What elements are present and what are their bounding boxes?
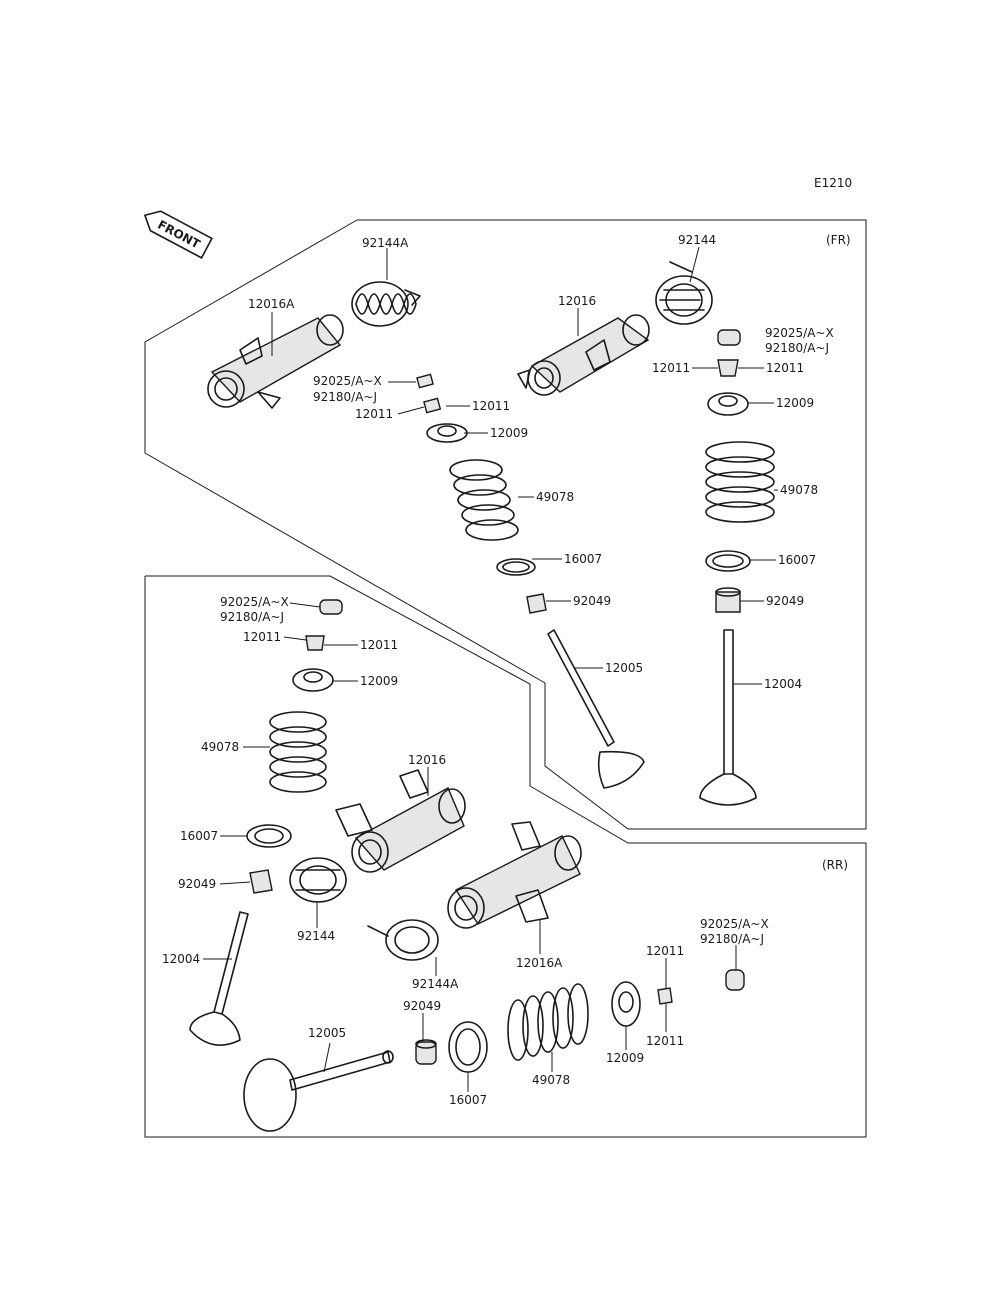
label-cap-front-right-1: 92025/A~X xyxy=(765,326,834,340)
label-seal-rear-upper: 92049 xyxy=(178,877,216,891)
valve-12005-rear-part xyxy=(243,1050,394,1132)
rocker-arm-12016-front-part xyxy=(517,314,650,396)
label-cap-rear-upper-2: 92180/A~J xyxy=(220,610,284,624)
label-seat-front-right: 16007 xyxy=(778,553,816,567)
valve-seal-rear-upper-part xyxy=(249,869,273,894)
valve-12004-front-part xyxy=(699,629,757,806)
label-spring-rear-lower: 49078 xyxy=(532,1073,570,1087)
cap-front-left-part xyxy=(416,373,434,389)
retainer-rear-upper-part xyxy=(292,668,334,692)
label-cap-rear-upper-1: 92025/A~X xyxy=(220,595,289,609)
valve-spring-front-left-part xyxy=(449,459,519,541)
valve-spring-front-right-part xyxy=(705,441,775,523)
label-seal-front-left: 92049 xyxy=(573,594,611,608)
valve-12004-rear-part xyxy=(189,911,249,1046)
cotter-rear-lower-part xyxy=(657,987,673,1005)
label-valve-12005-front: 12005 xyxy=(605,661,643,675)
leader-lines xyxy=(203,246,778,1092)
label-cotter-front-right-1: 12011 xyxy=(652,361,690,375)
section-label-front: (FR) xyxy=(826,233,851,247)
valve-seal-rear-lower-part xyxy=(415,1039,437,1065)
torsion-spring-92144a-part xyxy=(351,281,421,327)
valve-12005-front-part xyxy=(547,629,645,789)
label-92144-rear: 92144 xyxy=(297,929,335,943)
cap-rear-upper-part xyxy=(319,599,343,615)
torsion-spring-92144-front-part xyxy=(655,261,713,325)
label-cotter-rear-upper-2: 12011 xyxy=(360,638,398,652)
label-12016-rear: 12016 xyxy=(408,753,446,767)
label-cotter-rear-lower-2: 12011 xyxy=(646,1034,684,1048)
front-arrow-icon: FRONT xyxy=(143,210,213,259)
label-92144a-front: 92144A xyxy=(362,236,409,250)
label-cap-rear-lower-1: 92025/A~X xyxy=(700,917,769,931)
spring-seat-rear-upper-part xyxy=(246,824,292,848)
section-label-rear: (RR) xyxy=(822,858,848,872)
label-92144-front: 92144 xyxy=(678,233,716,247)
spring-seat-rear-lower-part xyxy=(448,1021,488,1073)
cap-rear-lower-part xyxy=(725,969,745,991)
rocker-arm-12016a-part xyxy=(207,314,344,409)
spring-seat-front-left-part xyxy=(496,558,536,576)
label-92144a-rear: 92144A xyxy=(412,977,459,991)
valve-seal-front-right-part xyxy=(715,587,741,613)
label-seat-rear-lower: 16007 xyxy=(449,1093,487,1107)
cap-front-right-part xyxy=(717,329,741,346)
label-valve-12004-front: 12004 xyxy=(764,677,802,691)
label-retainer-front-left: 12009 xyxy=(490,426,528,440)
label-retainer-front-right: 12009 xyxy=(776,396,814,410)
label-seat-rear-upper: 16007 xyxy=(180,829,218,843)
rear-section-border xyxy=(144,575,867,1138)
retainer-front-right-part xyxy=(707,392,749,416)
diagram-code: E1210 xyxy=(814,176,852,190)
label-cap-front-left-2: 92180/A~J xyxy=(313,390,377,404)
label-cotter-front-left-2: 12011 xyxy=(472,399,510,413)
label-seal-front-right: 92049 xyxy=(766,594,804,608)
label-cap-rear-lower-2: 92180/A~J xyxy=(700,932,764,946)
torsion-spring-92144a-rear-part xyxy=(367,919,439,961)
label-cotter-front-right-2: 12011 xyxy=(766,361,804,375)
label-spring-rear-upper: 49078 xyxy=(201,740,239,754)
label-retainer-rear-upper: 12009 xyxy=(360,674,398,688)
rocker-arm-12016a-rear-part xyxy=(447,821,582,929)
retainer-front-left-part xyxy=(426,423,468,443)
label-seal-rear-lower: 92049 xyxy=(403,999,441,1013)
cotter-front-left-part xyxy=(423,397,442,414)
label-valve-12004-rear: 12004 xyxy=(162,952,200,966)
label-cap-front-left-1: 92025/A~X xyxy=(313,374,382,388)
retainer-rear-lower-part xyxy=(611,981,641,1027)
label-spring-front-left: 49078 xyxy=(536,490,574,504)
label-12016-front: 12016 xyxy=(558,294,596,308)
valve-spring-rear-lower-part xyxy=(507,983,589,1061)
cotter-rear-upper-part xyxy=(305,635,325,651)
label-cotter-front-left-1: 12011 xyxy=(355,407,393,421)
label-12016a-front: 12016A xyxy=(248,297,295,311)
label-cotter-rear-upper-1: 12011 xyxy=(243,630,281,644)
valve-seal-front-left-part xyxy=(526,593,547,614)
cotter-front-right-part xyxy=(717,359,739,377)
label-cap-front-right-2: 92180/A~J xyxy=(765,341,829,355)
label-valve-12005-rear: 12005 xyxy=(308,1026,346,1040)
torsion-spring-92144-rear-part xyxy=(289,857,347,903)
front-section-border xyxy=(144,219,867,830)
label-seat-front-left: 16007 xyxy=(564,552,602,566)
label-12016a-rear: 12016A xyxy=(516,956,563,970)
label-cotter-rear-lower-1: 12011 xyxy=(646,944,684,958)
spring-seat-front-right-part xyxy=(705,550,751,572)
label-retainer-rear-lower: 12009 xyxy=(606,1051,644,1065)
rocker-arm-12016-rear-part xyxy=(335,769,466,873)
label-spring-front-right: 49078 xyxy=(780,483,818,497)
valve-spring-rear-upper-part xyxy=(269,711,327,793)
